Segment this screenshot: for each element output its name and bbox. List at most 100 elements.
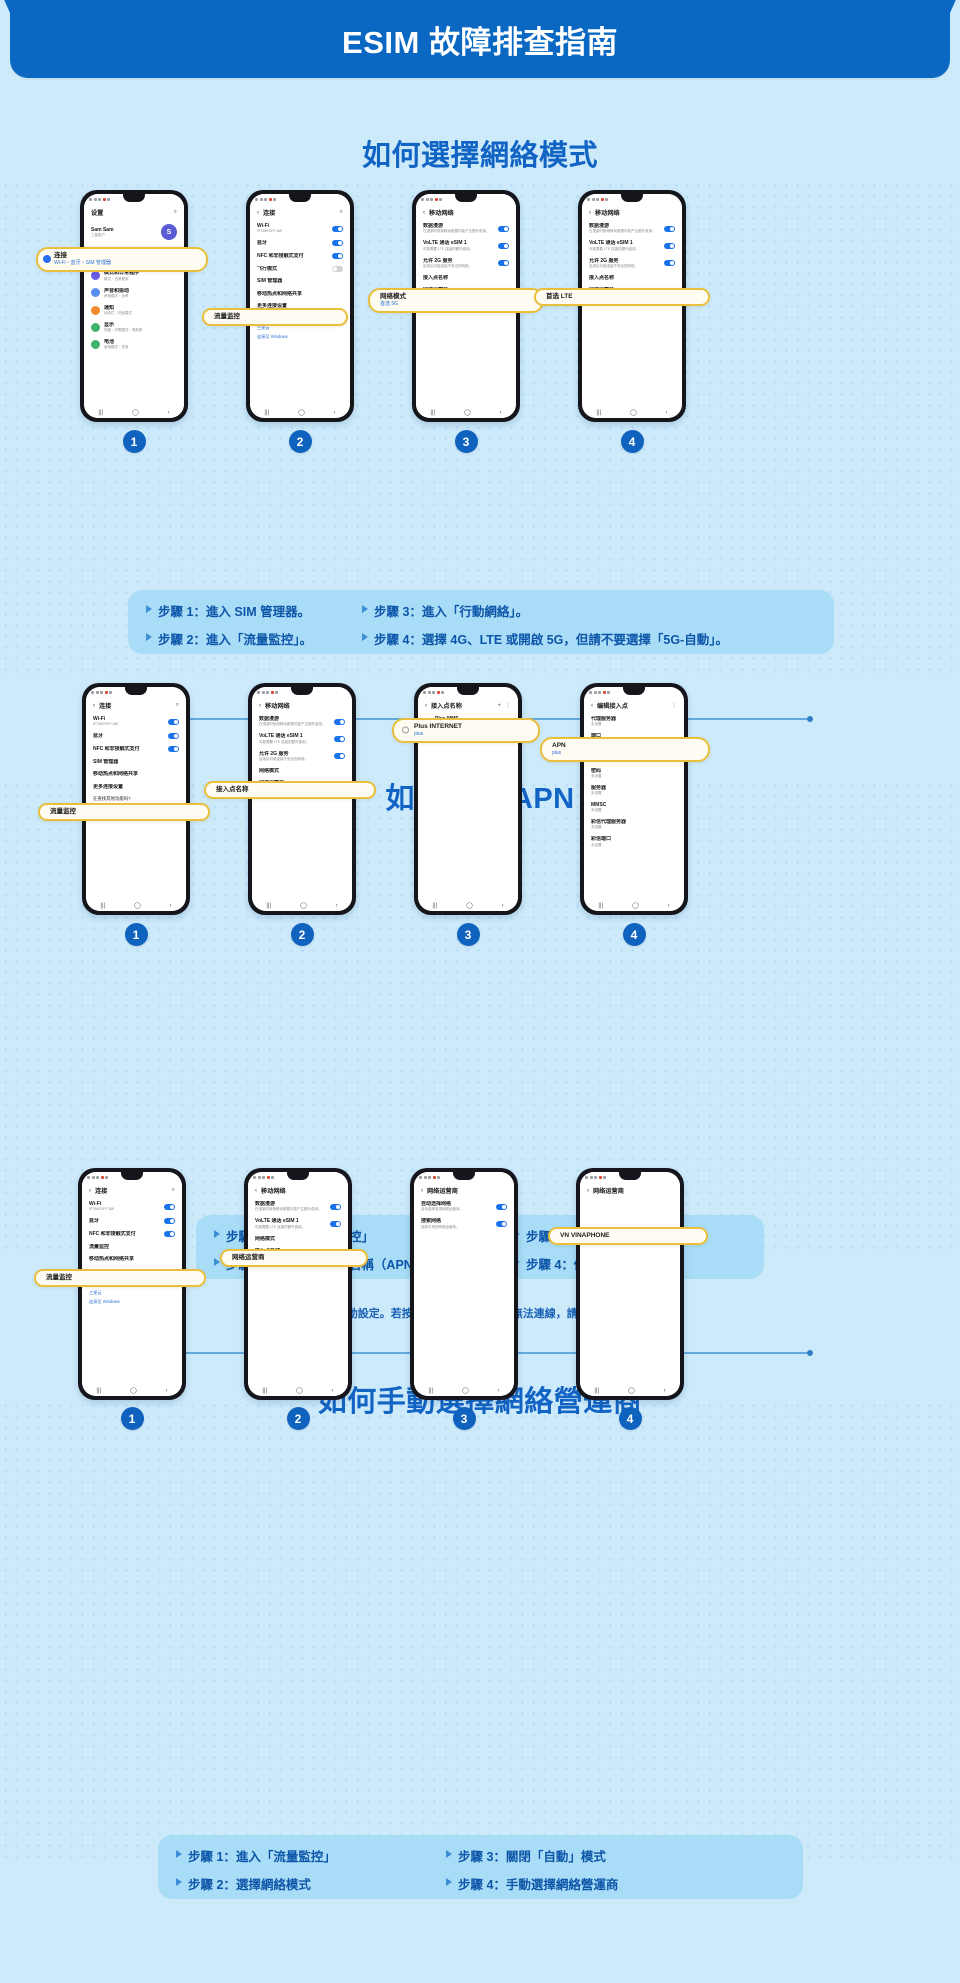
home-icon[interactable]: ◯: [629, 410, 637, 416]
home-icon[interactable]: ◯: [295, 1388, 303, 1394]
search-icon[interactable]: ⌕: [175, 702, 179, 708]
back-arrow-icon[interactable]: ‹: [421, 1187, 423, 1194]
back-nav-icon[interactable]: ‹: [331, 1387, 334, 1394]
recents-icon[interactable]: |||: [594, 1387, 600, 1394]
back-arrow-icon[interactable]: ‹: [255, 1187, 257, 1194]
settings-row[interactable]: 网络模式: [248, 1232, 348, 1245]
home-icon[interactable]: ◯: [131, 410, 139, 416]
settings-row[interactable]: NFC 和非接触式支付: [82, 1227, 182, 1241]
link-connect-windows[interactable]: 连接至 Windows: [89, 1299, 120, 1305]
toggle-switch[interactable]: [330, 1203, 341, 1210]
search-icon[interactable]: ⌕: [173, 209, 177, 215]
settings-row[interactable]: 接入点名称: [582, 271, 682, 285]
settings-row[interactable]: 数据漫游在漫游时使用移动数据可能产生额外费用。: [248, 1198, 348, 1216]
recents-icon[interactable]: |||: [430, 409, 436, 416]
settings-row[interactable]: NFC 和非接触式支付: [86, 742, 186, 756]
home-icon[interactable]: ◯: [297, 410, 305, 416]
settings-row[interactable]: 移动热点和网络共享: [82, 1253, 182, 1266]
back-nav-icon[interactable]: ‹: [165, 1387, 168, 1394]
back-nav-icon[interactable]: ‹: [167, 409, 170, 416]
home-icon[interactable]: ◯: [627, 1388, 635, 1394]
link-samsung-cloud[interactable]: 三星云: [257, 324, 270, 330]
back-arrow-icon[interactable]: ‹: [587, 1187, 589, 1194]
back-nav-icon[interactable]: ‹: [501, 902, 504, 909]
back-arrow-icon[interactable]: ‹: [423, 209, 425, 216]
recents-icon[interactable]: |||: [96, 1387, 102, 1394]
more-vertical-icon[interactable]: ⋮: [505, 703, 511, 709]
back-nav-icon[interactable]: ‹: [335, 902, 338, 909]
recents-icon[interactable]: |||: [598, 902, 604, 909]
toggle-switch[interactable]: [496, 1203, 507, 1210]
settings-row[interactable]: 搜索网络选择可用的网络运营商。: [414, 1215, 514, 1233]
recents-icon[interactable]: |||: [428, 1387, 434, 1394]
back-nav-icon[interactable]: ‹: [169, 902, 172, 909]
toggle-switch[interactable]: [330, 1220, 341, 1227]
back-arrow-icon[interactable]: ‹: [425, 702, 427, 709]
recents-icon[interactable]: |||: [596, 409, 602, 416]
settings-row[interactable]: SIM 管理器: [250, 275, 350, 288]
toggle-switch[interactable]: [334, 718, 345, 725]
back-arrow-icon[interactable]: ‹: [93, 702, 95, 709]
more-vertical-icon[interactable]: ⋮: [671, 703, 677, 709]
home-icon[interactable]: ◯: [299, 903, 307, 909]
toggle-switch[interactable]: [664, 242, 675, 249]
settings-row[interactable]: 接入点名称: [416, 271, 516, 285]
toggle-switch[interactable]: [498, 225, 509, 232]
settings-row[interactable]: 蓝牙: [82, 1215, 182, 1228]
recents-icon[interactable]: |||: [432, 902, 438, 909]
home-icon[interactable]: ◯: [461, 1388, 469, 1394]
settings-row[interactable]: 允许 2G 服务启用后可能连接不安全的网络。: [582, 254, 682, 272]
settings-row[interactable]: 自动选择网络自动选择首选网络运营商。: [414, 1198, 514, 1216]
settings-row[interactable]: 彩信代理服务器未设置: [584, 816, 684, 834]
back-nav-icon[interactable]: ‹: [333, 409, 336, 416]
settings-row[interactable]: 数据漫游在漫游时使用移动数据可能产生额外费用。: [252, 713, 352, 731]
toggle-switch[interactable]: [332, 225, 343, 232]
settings-row[interactable]: 蓝牙: [250, 237, 350, 250]
back-nav-icon[interactable]: ‹: [665, 409, 668, 416]
search-icon[interactable]: ⌕: [339, 209, 343, 215]
settings-row[interactable]: 更多连接设置: [86, 780, 186, 794]
link-samsung-cloud[interactable]: 三星云: [89, 1290, 102, 1296]
settings-row[interactable]: 电池省电模式・充电: [84, 335, 184, 354]
recents-icon[interactable]: |||: [266, 902, 272, 909]
settings-row[interactable]: 蓝牙: [86, 730, 186, 743]
settings-row[interactable]: 代理服务器未设置: [584, 713, 684, 731]
back-arrow-icon[interactable]: ‹: [259, 702, 261, 709]
recents-icon[interactable]: |||: [264, 409, 270, 416]
toggle-switch[interactable]: [168, 718, 179, 725]
settings-row[interactable]: 通知状态栏・勿扰模式: [84, 301, 184, 319]
toggle-switch[interactable]: [498, 259, 509, 266]
toggle-switch[interactable]: [664, 259, 675, 266]
toggle-switch[interactable]: [332, 265, 343, 272]
settings-row[interactable]: 允许 2G 服务启用后可能连接不安全的网络。: [416, 254, 516, 272]
settings-row[interactable]: SIM 管理器: [86, 755, 186, 769]
toggle-switch[interactable]: [498, 242, 509, 249]
toggle-switch[interactable]: [164, 1203, 175, 1210]
toggle-switch[interactable]: [332, 240, 343, 247]
back-arrow-icon[interactable]: ‹: [257, 209, 259, 216]
settings-row[interactable]: 允许 2G 服务启用后可能连接不安全的网络。: [252, 747, 352, 765]
settings-row[interactable]: 数据漫游在漫游时使用移动数据可能产生额外费用。: [582, 220, 682, 238]
home-icon[interactable]: ◯: [465, 903, 473, 909]
link-connect-windows[interactable]: 连接至 Windows: [257, 333, 288, 339]
settings-row[interactable]: 移动热点和网络共享: [250, 287, 350, 301]
back-arrow-icon[interactable]: ‹: [591, 702, 593, 709]
toggle-switch[interactable]: [164, 1218, 175, 1225]
toggle-switch[interactable]: [168, 746, 179, 753]
home-icon[interactable]: ◯: [631, 903, 639, 909]
toggle-switch[interactable]: [334, 735, 345, 742]
settings-row[interactable]: 声音和振动声音模式・铃声: [84, 284, 184, 302]
back-nav-icon[interactable]: ‹: [667, 902, 670, 909]
back-nav-icon[interactable]: ‹: [499, 409, 502, 416]
home-icon[interactable]: ◯: [129, 1388, 137, 1394]
recents-icon[interactable]: |||: [100, 902, 106, 909]
toggle-switch[interactable]: [164, 1231, 175, 1238]
back-arrow-icon[interactable]: ‹: [89, 1187, 91, 1194]
